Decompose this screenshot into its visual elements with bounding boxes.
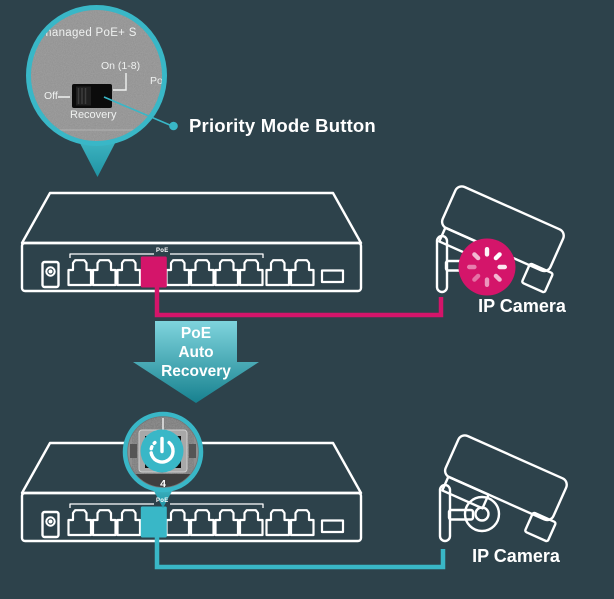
poe-group-label-top: PoE xyxy=(156,248,169,254)
magnifier-photo xyxy=(31,10,162,141)
arrow-line-2: Auto xyxy=(178,344,214,361)
arrow-line-3: Recovery xyxy=(161,363,231,380)
leader-dot xyxy=(169,121,178,131)
loading-spinner-icon xyxy=(458,238,516,296)
pink-cable xyxy=(154,287,444,318)
port-number-label: 4 xyxy=(160,478,166,490)
leader-line xyxy=(103,96,172,127)
highlighted-port-teal xyxy=(140,506,167,538)
camera-bottom xyxy=(433,431,575,543)
recovery-callout-pin xyxy=(122,411,204,508)
switch-bottom xyxy=(20,441,363,543)
poe-group-label-bottom: PoE xyxy=(156,498,169,504)
auto-recovery-icon xyxy=(140,429,184,473)
teal-cable xyxy=(154,537,446,570)
highlighted-port-pink xyxy=(140,256,167,288)
priority-mode-button-label: Priority Mode Button xyxy=(189,115,376,136)
camera-top xyxy=(430,182,572,296)
flow-arrow-text: PoE Auto Recovery xyxy=(136,324,256,381)
ip-camera-label-bottom: IP Camera xyxy=(472,546,560,566)
arrow-line-1: PoE xyxy=(180,325,212,342)
on-bracket-line xyxy=(113,73,127,91)
switch-top xyxy=(20,191,363,293)
ip-camera-label-top: IP Camera xyxy=(478,296,566,316)
flow-arrow xyxy=(133,321,259,403)
priority-callout-pin xyxy=(26,5,178,177)
